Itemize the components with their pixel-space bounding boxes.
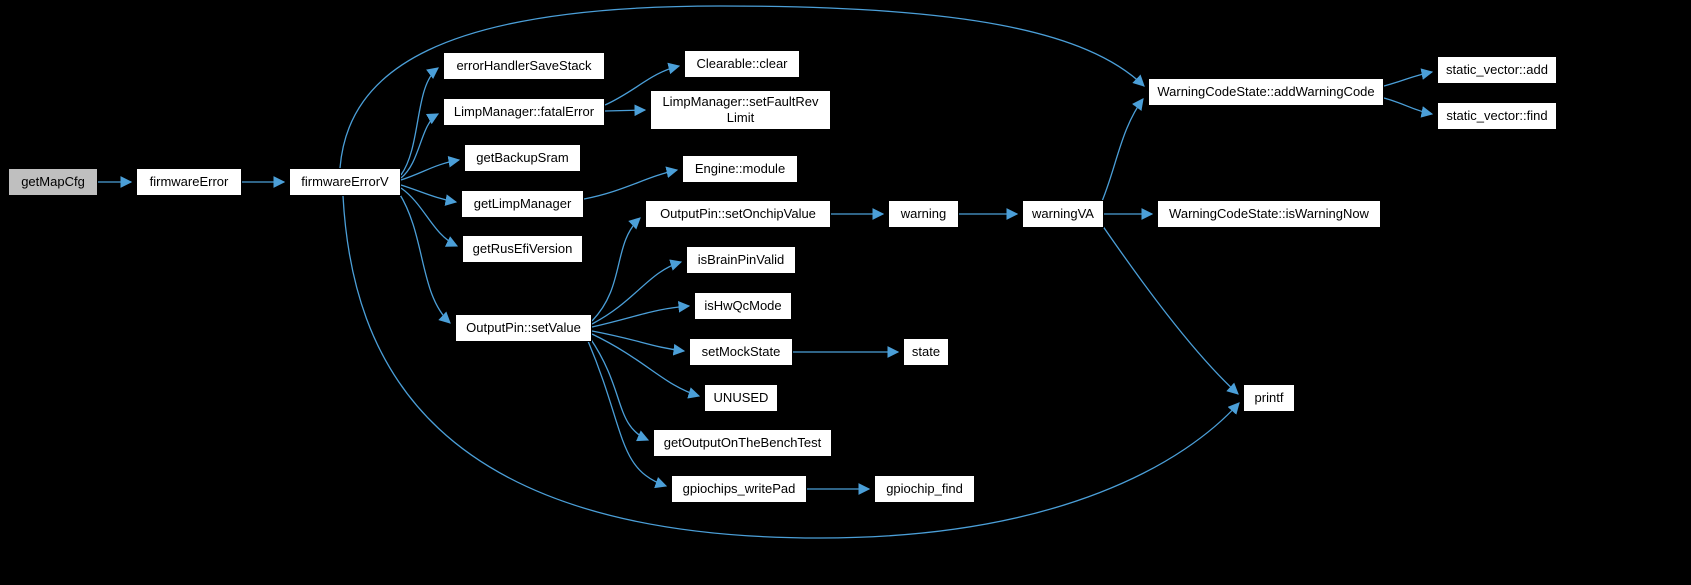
node-setMockState[interactable]: setMockState: [689, 338, 793, 366]
node-getOutputOnTheBenchTest[interactable]: getOutputOnTheBenchTest: [653, 429, 832, 457]
node-isHwQcMode[interactable]: isHwQcMode: [694, 292, 792, 320]
edge-addWarningCode-static_vector_add: [1383, 68, 1434, 87]
edge-firmwareErrorV-fatalError: [400, 113, 440, 179]
node-static_vector-find[interactable]: static_vector::find: [1437, 102, 1557, 130]
node-firmwareErrorV[interactable]: firmwareErrorV: [289, 168, 401, 196]
edge-firmwareErrorV-setValue: [398, 192, 451, 324]
node-getBackupSram[interactable]: getBackupSram: [464, 144, 581, 172]
node-OutputPin-setValue[interactable]: OutputPin::setValue: [455, 314, 592, 342]
edge-firmwareErrorV-getLimpManager: [400, 184, 458, 206]
node-isBrainPinValid[interactable]: isBrainPinValid: [686, 246, 796, 274]
node-UNUSED[interactable]: UNUSED: [704, 384, 778, 412]
node-printf[interactable]: printf: [1243, 384, 1295, 412]
node-WarningCodeState-addWarningCode[interactable]: WarningCodeState::addWarningCode: [1148, 78, 1384, 106]
node-gpiochip_find[interactable]: gpiochip_find: [874, 475, 975, 503]
edge-fatalError-setFaultRevLimit: [604, 104, 647, 117]
node-getRusEfiVersion[interactable]: getRusEfiVersion: [462, 235, 583, 263]
edge-warningVA-printf: [1099, 221, 1239, 395]
node-warning[interactable]: warning: [888, 200, 959, 228]
node-static_vector-add[interactable]: static_vector::add: [1437, 56, 1557, 84]
edge-firmwareErrorV-errorHandlerSaveStack: [400, 67, 439, 176]
edge-setValue-setOnchipValue: [591, 217, 641, 322]
node-getMapCfg[interactable]: getMapCfg: [8, 168, 98, 196]
node-getLimpManager[interactable]: getLimpManager: [461, 190, 584, 218]
edge-getLimpManager-module: [583, 166, 679, 200]
node-Clearable-clear[interactable]: Clearable::clear: [684, 50, 800, 78]
edge-warningVA-addWarningCode: [1099, 98, 1144, 207]
edge-firmwareErrorV-getRusEfiVersion: [400, 187, 459, 247]
edge-setValue-getOutputOnTheBenchTest: [589, 337, 650, 442]
edge-setValue-UNUSED: [591, 333, 701, 399]
node-errorHandlerSaveStack[interactable]: errorHandlerSaveStack: [443, 52, 605, 80]
node-WarningCodeState-isWarningNow[interactable]: WarningCodeState::isWarningNow: [1157, 200, 1381, 228]
node-warningVA[interactable]: warningVA: [1022, 200, 1104, 228]
edge-setValue-gpiochips_writePad: [587, 340, 668, 489]
edge-addWarningCode-static_vector_find: [1383, 97, 1434, 118]
node-Engine-module[interactable]: Engine::module: [682, 155, 798, 183]
node-state[interactable]: state: [903, 338, 949, 366]
node-OutputPin-setOnchipValue[interactable]: OutputPin::setOnchipValue: [645, 200, 831, 228]
node-firmwareError[interactable]: firmwareError: [136, 168, 242, 196]
node-LimpManager-fatalError[interactable]: LimpManager::fatalError: [443, 98, 605, 126]
edge-setValue-isBrainPinValid: [591, 259, 683, 325]
edge-firmwareErrorV-getBackupSram: [400, 155, 461, 181]
edge-setValue-setMockState: [591, 330, 686, 356]
edge-setValue-isHwQcMode: [591, 301, 691, 328]
node-LimpManager-setFaultRevLimit[interactable]: LimpManager::setFaultRev Limit: [650, 90, 831, 130]
edge-firmwareErrorV-addWarningCode: [339, 5, 1145, 169]
node-gpiochips_writePad[interactable]: gpiochips_writePad: [671, 475, 807, 503]
